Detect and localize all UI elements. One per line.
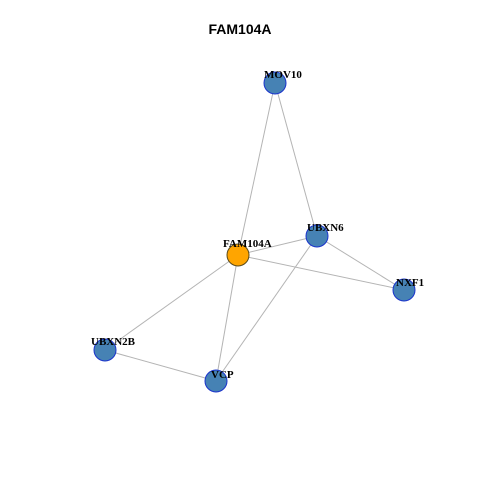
edge-fam104a-nxf1 <box>237 254 405 291</box>
node-label-mov10: MOV10 <box>264 69 302 81</box>
node-mov10 <box>263 71 287 95</box>
nodes-layer <box>93 71 416 393</box>
edge-ubxn6-vcp <box>215 235 318 382</box>
edge-ubxn6-fam104a <box>237 235 318 256</box>
edge-ubxn2b-vcp <box>104 349 217 382</box>
edge-fam104a-vcp <box>215 254 239 382</box>
node-label-vcp: VCP <box>211 369 234 381</box>
node-ubxn6 <box>305 224 329 248</box>
node-ubxn2b <box>93 338 117 362</box>
node-label-fam104a: FAM104A <box>223 238 272 250</box>
node-vcp <box>204 369 228 393</box>
edge-ubxn6-nxf1 <box>316 235 405 291</box>
edge-fam104a-ubxn2b <box>104 254 239 351</box>
edge-mov10-ubxn6 <box>274 82 318 237</box>
node-fam104a <box>226 243 250 267</box>
node-label-ubxn2b: UBXN2B <box>91 336 136 348</box>
node-nxf1 <box>392 278 416 302</box>
edges-layer <box>104 82 405 382</box>
edge-mov10-fam104a <box>237 82 276 256</box>
node-label-ubxn6: UBXN6 <box>307 222 344 234</box>
diagram-title: FAM104A <box>208 21 272 37</box>
node-label-nxf1: NXF1 <box>396 277 424 289</box>
